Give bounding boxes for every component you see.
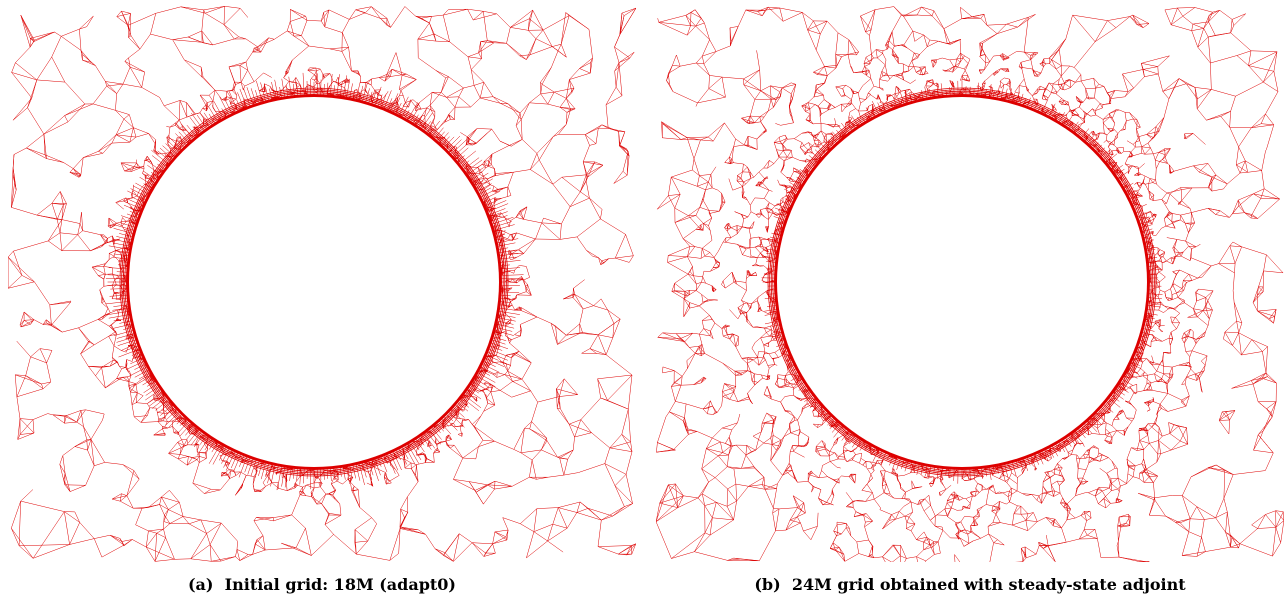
caption-label-b: (b) [754, 575, 781, 594]
boundary-layer-ring [121, 89, 507, 475]
mesh-panel-initial-grid [8, 6, 636, 562]
boundary-layer-ring [125, 93, 503, 471]
boundary-layer-ring [124, 92, 504, 472]
mesh-plot-adjoint [656, 6, 1284, 562]
boundary-layer-ring [122, 90, 506, 474]
boundary-layer-ring [772, 92, 1152, 472]
boundary-layer-ring [769, 89, 1155, 475]
boundary-layer-ring [126, 94, 502, 470]
caption-text-a: Initial grid: 18M (adapt0) [224, 575, 456, 594]
mesh-edges [656, 6, 1284, 562]
cylinder-body [777, 97, 1147, 467]
boundary-layer-ring [770, 90, 1154, 474]
cylinder-body [129, 97, 499, 467]
boundary-layer-ring [767, 87, 1157, 477]
caption-initial-grid: (a) Initial grid: 18M (adapt0) [8, 575, 636, 594]
caption-label-a: (a) [187, 575, 214, 594]
mesh-panel-adjoint-grid [656, 6, 1284, 562]
boundary-layer-ring [119, 87, 509, 477]
boundary-layer-ring [774, 94, 1150, 470]
boundary-layer-ring [773, 93, 1151, 471]
mesh-plot-initial [8, 6, 636, 562]
caption-adjoint-grid: (b) 24M grid obtained with steady-state … [656, 575, 1284, 594]
caption-text-b: 24M grid obtained with steady-state adjo… [791, 575, 1186, 594]
